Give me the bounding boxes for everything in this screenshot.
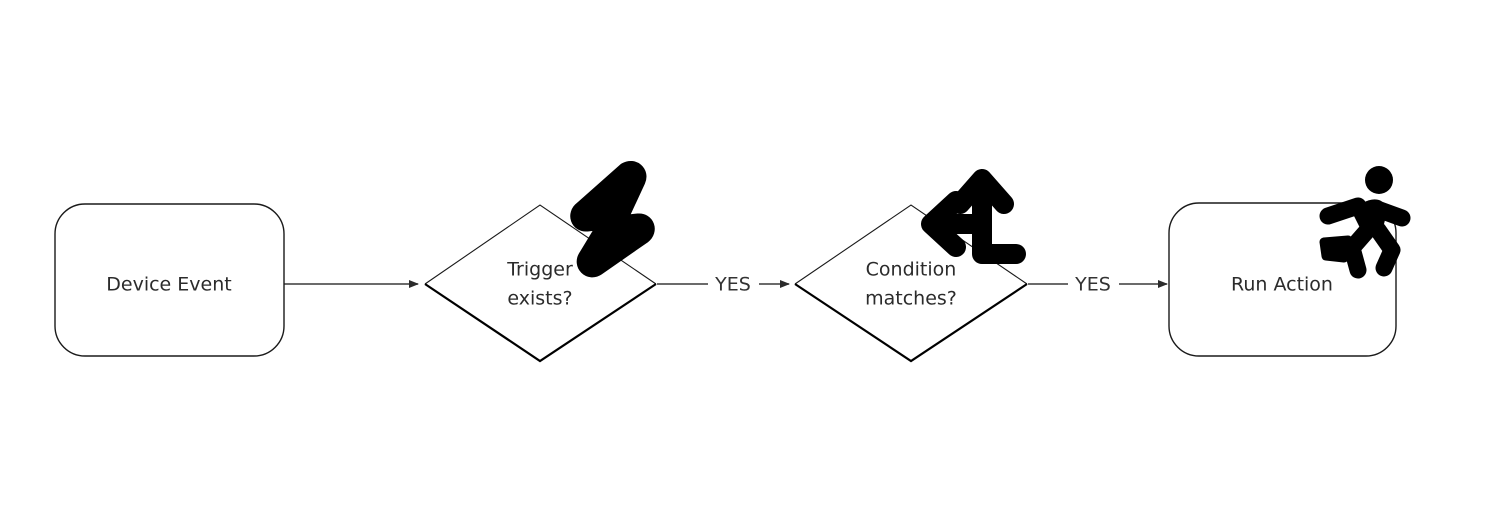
trigger-label-line1: Trigger bbox=[506, 259, 573, 281]
edge-condition-to-run-action: YES bbox=[1028, 274, 1168, 296]
condition-diamond-lower-edges bbox=[794, 283, 1028, 363]
condition-label-line2: matches? bbox=[865, 288, 957, 310]
lightning-bolt-icon bbox=[570, 161, 655, 278]
edge-label-yes-1: YES bbox=[714, 274, 751, 296]
device-event-shape[interactable] bbox=[54, 203, 285, 357]
node-run-action[interactable]: Run Action bbox=[1168, 166, 1411, 357]
run-action-label: Run Action bbox=[1231, 274, 1333, 296]
edge-trigger-to-condition: YES bbox=[657, 274, 790, 296]
trigger-diamond-lower-edges bbox=[424, 283, 657, 363]
running-person-icon bbox=[1319, 166, 1411, 279]
node-trigger-exists[interactable]: Trigger exists? bbox=[424, 161, 657, 363]
trigger-label-line2: exists? bbox=[507, 288, 572, 310]
branch-arrow-icon bbox=[921, 169, 1026, 264]
device-event-label: Device Event bbox=[106, 274, 231, 296]
node-condition-matches[interactable]: Condition matches? bbox=[794, 169, 1028, 363]
condition-label-line1: Condition bbox=[866, 259, 957, 281]
edge-label-yes-2: YES bbox=[1074, 274, 1111, 296]
condition-diamond-fill[interactable] bbox=[795, 205, 1027, 361]
node-device-event[interactable]: Device Event bbox=[54, 203, 285, 357]
